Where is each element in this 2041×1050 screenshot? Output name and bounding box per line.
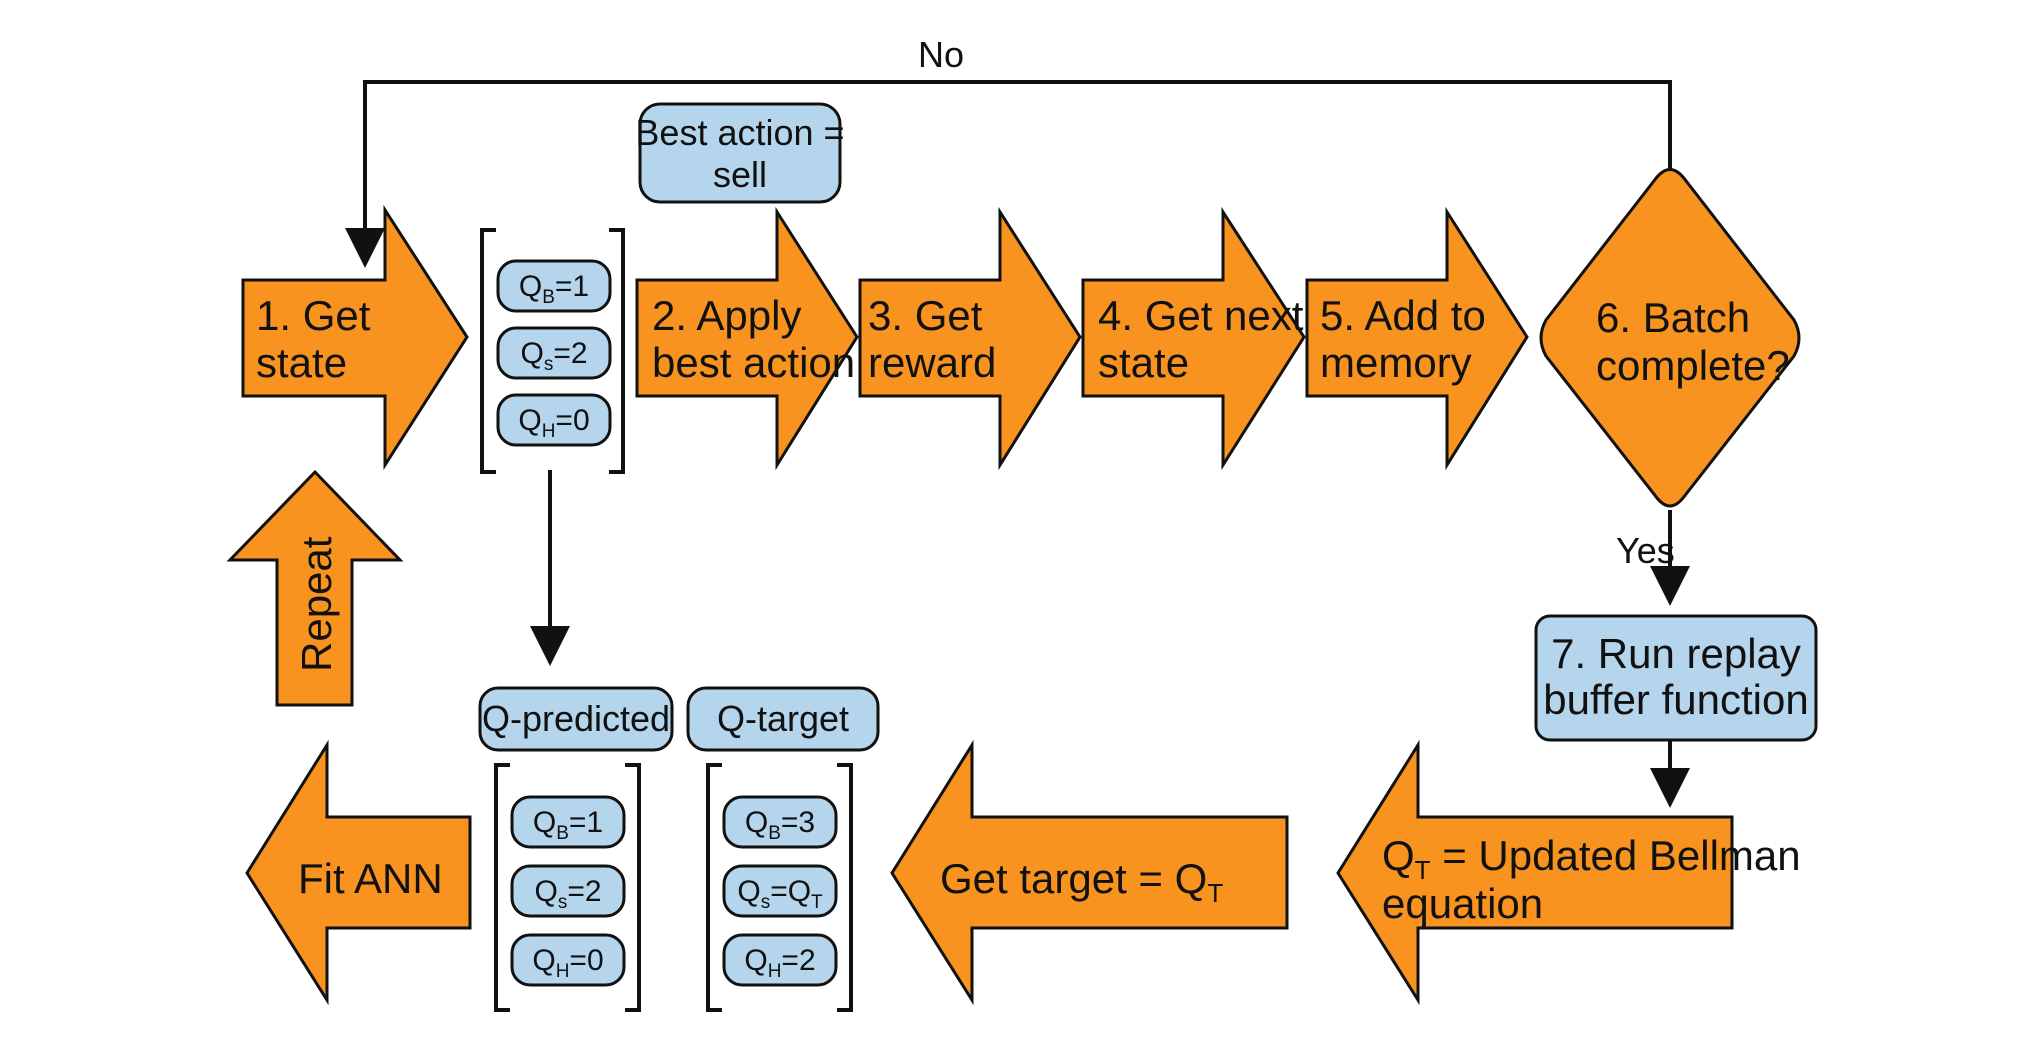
matrix-q-predicted: QB=1 Qs=2 QH=0	[494, 763, 641, 1012]
matrix-target-right-bracket	[837, 763, 853, 1012]
q-pill-label: QH=2	[744, 944, 815, 982]
step-1-arrow-shape	[241, 204, 469, 471]
fit-ann-label: Fit ANN	[298, 855, 443, 902]
bellman-label-line1: QT = Updated Bellman	[1382, 832, 1801, 885]
q-pill	[510, 795, 626, 849]
fit-ann-arrow-shape	[245, 739, 472, 1006]
step-5-arrow-shape	[1305, 206, 1529, 471]
connectors	[345, 80, 1690, 808]
replay-box-shape	[1534, 614, 1818, 742]
q-predicted-header: Q-predicted	[478, 686, 674, 752]
step-5-label-line2: memory	[1320, 339, 1472, 386]
q-pill-label: Qs=2	[534, 875, 601, 913]
step-4-arrow-shape	[1081, 206, 1306, 471]
best-action-line2: sell	[713, 154, 767, 195]
decision-label-line1: 6. Batch	[1596, 294, 1750, 341]
q-pill	[722, 933, 838, 987]
get-target-arrow-shape	[890, 739, 1289, 1006]
decision-diamond-shape	[1539, 168, 1801, 508]
matrix-target-pill: QH=2	[722, 933, 838, 987]
q-pill-label: Qs=2	[520, 337, 587, 375]
matrix-predicted-pill: QB=1	[510, 795, 626, 849]
step-5-label-line1: 5. Add to	[1320, 292, 1486, 339]
bellman-label-line2: equation	[1382, 880, 1543, 927]
step-1-get-state: 1. Get state	[241, 204, 469, 471]
matrix-target-pill: Qs=QT	[722, 864, 838, 918]
q-pill-label: QH=0	[518, 404, 589, 442]
step-6-batch-complete-decision: 6. Batch complete?	[1539, 168, 1801, 508]
fit-ann-arrow: Fit ANN	[245, 739, 472, 1006]
step-3-arrow-shape	[858, 206, 1082, 471]
matrix-top-pill: QB=1	[496, 259, 612, 313]
q-pill	[722, 795, 838, 849]
q-pill-label: QB=3	[745, 806, 815, 844]
matrix-q-target: QB=3 Qs=QT QH=2	[706, 763, 853, 1012]
best-action-box-shape	[638, 102, 842, 204]
best-action-box: Best action = sell	[635, 102, 845, 204]
decision-label-line2: complete?	[1596, 342, 1790, 389]
replay-label-line1: 7. Run replay	[1551, 630, 1801, 677]
step-2-label-line1: 2. Apply	[652, 292, 801, 339]
matrix-predicted-left-bracket	[494, 763, 510, 1012]
repeat-arrow-shape	[226, 469, 404, 707]
step-2-arrow-shape	[635, 206, 859, 471]
q-pill	[496, 393, 612, 447]
repeat-arrow: Repeat	[226, 469, 404, 707]
no-loop-line	[345, 80, 1672, 268]
no-label: No	[918, 34, 964, 75]
q-pill	[496, 326, 612, 380]
step-5-add-to-memory: 5. Add to memory	[1305, 206, 1529, 471]
matrix-predicted-right-bracket	[625, 763, 641, 1012]
get-target-arrow: Get target = QT	[890, 739, 1289, 1006]
repeat-label: Repeat	[293, 536, 340, 672]
matrix-predicted-pill: Qs=2	[510, 864, 626, 918]
step-2-apply-best-action: 2. Apply best action	[635, 206, 859, 471]
yes-label: Yes	[1616, 530, 1675, 571]
replay-label-line2: buffer function	[1543, 676, 1808, 723]
q-pill-label: Qs=QT	[737, 875, 823, 913]
step-3-get-reward: 3. Get reward	[858, 206, 1082, 471]
get-target-label: Get target = QT	[940, 855, 1223, 908]
step-1-label-line2: state	[256, 339, 347, 386]
q-target-header-shape	[686, 686, 880, 752]
q-pill-label: QB=1	[519, 270, 589, 308]
step-2-label-line2: best action	[652, 339, 855, 386]
q-pill	[510, 933, 626, 987]
q-pill-label: QH=0	[532, 944, 603, 982]
q-pill	[496, 259, 612, 313]
matrix-top-pill: QH=0	[496, 393, 612, 447]
q-predicted-header-shape	[478, 686, 674, 752]
matrix-predicted-pill: QH=0	[510, 933, 626, 987]
q-pill	[510, 864, 626, 918]
step-1-label-line1: 1. Get	[256, 292, 371, 339]
step-4-label-line2: state	[1098, 339, 1189, 386]
step-4-label-line1: 4. Get next	[1098, 292, 1304, 339]
best-action-line1: Best action =	[635, 112, 844, 153]
q-target-header: Q-target	[686, 686, 880, 752]
step-4-get-next-state: 4. Get next state	[1081, 206, 1306, 471]
bellman-update-arrow: QT = Updated Bellman equation	[1336, 739, 1801, 1006]
matrix-top-q-values: QB=1 Qs=2 QH=0	[480, 228, 625, 474]
q-predicted-header-label: Q-predicted	[482, 698, 670, 739]
step-3-label-line2: reward	[868, 339, 996, 386]
matrix-target-pill: QB=3	[722, 795, 838, 849]
q-pill-label: QB=1	[533, 806, 603, 844]
q-target-header-label: Q-target	[717, 698, 849, 739]
matrix-target-left-bracket	[706, 763, 722, 1012]
step-7-run-replay-buffer: 7. Run replay buffer function	[1534, 614, 1818, 742]
matrix-top-left-bracket	[480, 228, 496, 474]
bellman-arrow-shape	[1336, 739, 1734, 1006]
matrix-top-right-bracket	[609, 228, 625, 474]
step-3-label-line1: 3. Get	[868, 292, 983, 339]
q-pill	[722, 864, 838, 918]
matrix-top-pill: Qs=2	[496, 326, 612, 380]
